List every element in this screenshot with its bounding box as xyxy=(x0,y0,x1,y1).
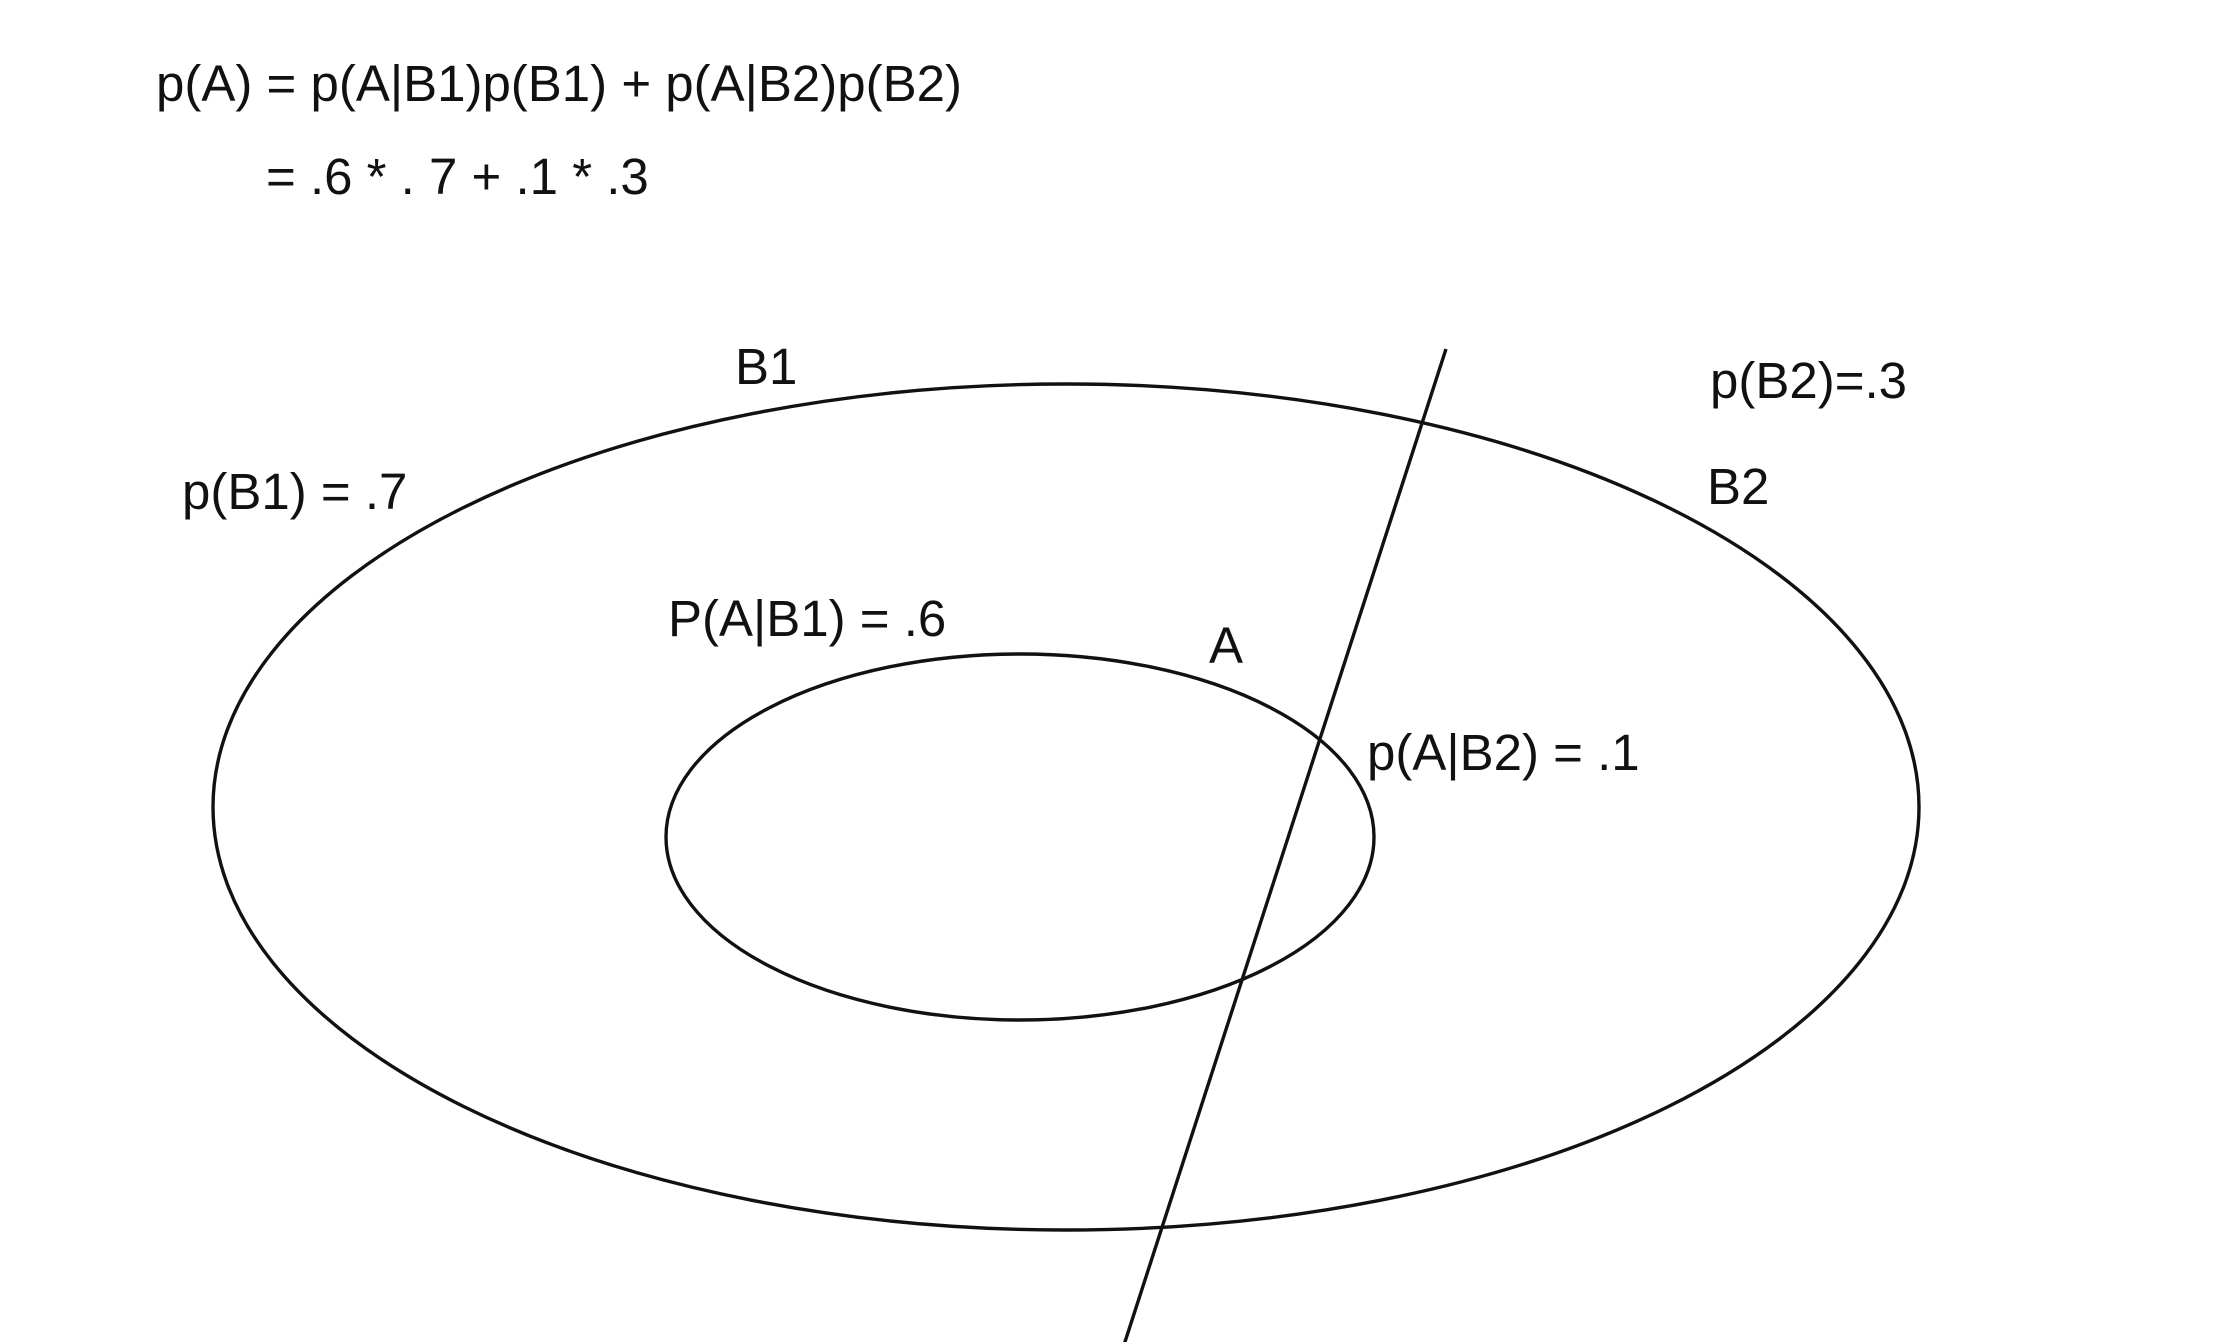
label-a: A xyxy=(1209,617,1243,674)
formula-line-2: = .6 * . 7 + .1 * .3 xyxy=(266,148,649,205)
formula-line-1: p(A) = p(A|B1)p(B1) + p(A|B2)p(B2) xyxy=(156,55,962,112)
label-p-b2: p(B2)=.3 xyxy=(1710,352,1907,409)
label-p-a-given-b2: p(A|B2) = .1 xyxy=(1367,724,1640,781)
event-a-ellipse xyxy=(664,652,1376,1022)
label-b1: B1 xyxy=(735,338,797,395)
label-p-b1: p(B1) = .7 xyxy=(182,463,407,520)
label-p-a-given-b1: P(A|B1) = .6 xyxy=(668,590,946,647)
label-b2: B2 xyxy=(1707,458,1769,515)
outer-set-ellipse xyxy=(211,382,1921,1232)
partition-line xyxy=(1123,348,1448,1342)
